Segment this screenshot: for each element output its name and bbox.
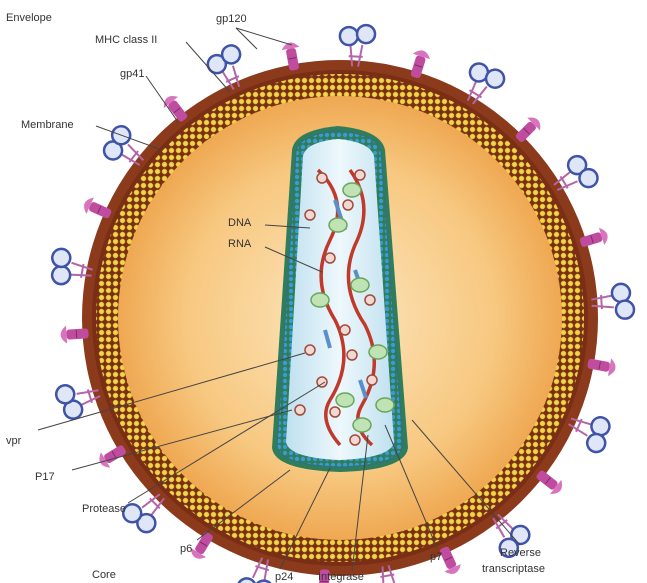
protein-particle bbox=[317, 173, 327, 183]
label-transcriptase: transcriptase bbox=[482, 563, 545, 575]
protein-particle bbox=[367, 375, 377, 385]
protein-particle bbox=[305, 210, 315, 220]
enzyme-particle bbox=[353, 418, 371, 432]
enzyme-particle bbox=[343, 183, 361, 197]
enzyme-particle bbox=[376, 398, 394, 412]
protein-particle bbox=[347, 350, 357, 360]
enzyme-particle bbox=[336, 393, 354, 407]
protein-particle bbox=[343, 200, 353, 210]
label-membrane: Membrane bbox=[21, 119, 74, 131]
protein-particle bbox=[325, 253, 335, 263]
label-p7: p7 bbox=[430, 551, 442, 563]
label-reverse: Reverse bbox=[500, 547, 541, 559]
protein-particle bbox=[340, 325, 350, 335]
label-p17: P17 bbox=[35, 471, 55, 483]
enzyme-particle bbox=[311, 293, 329, 307]
label-dna: DNA bbox=[228, 217, 252, 229]
label-mhc-class-ii: MHC class II bbox=[95, 34, 157, 46]
enzyme-particle bbox=[351, 278, 369, 292]
label-gp41: gp41 bbox=[120, 68, 144, 80]
label-p6: p6 bbox=[180, 543, 192, 555]
protein-particle bbox=[365, 295, 375, 305]
label-vpr: vpr bbox=[6, 435, 22, 447]
label-protease: Protease bbox=[82, 503, 126, 515]
label-rna: RNA bbox=[228, 238, 252, 250]
label-gp120: gp120 bbox=[216, 13, 247, 25]
protein-particle bbox=[350, 435, 360, 445]
protein-particle bbox=[305, 345, 315, 355]
enzyme-particle bbox=[369, 345, 387, 359]
label-p24: p24 bbox=[275, 571, 293, 583]
protein-particle bbox=[295, 405, 305, 415]
label-integrase: Integrase bbox=[318, 571, 364, 583]
enzyme-particle bbox=[329, 218, 347, 232]
protein-particle bbox=[330, 407, 340, 417]
label-envelope: Envelope bbox=[6, 12, 52, 24]
protein-particle bbox=[355, 170, 365, 180]
label-core: Core bbox=[92, 569, 116, 581]
